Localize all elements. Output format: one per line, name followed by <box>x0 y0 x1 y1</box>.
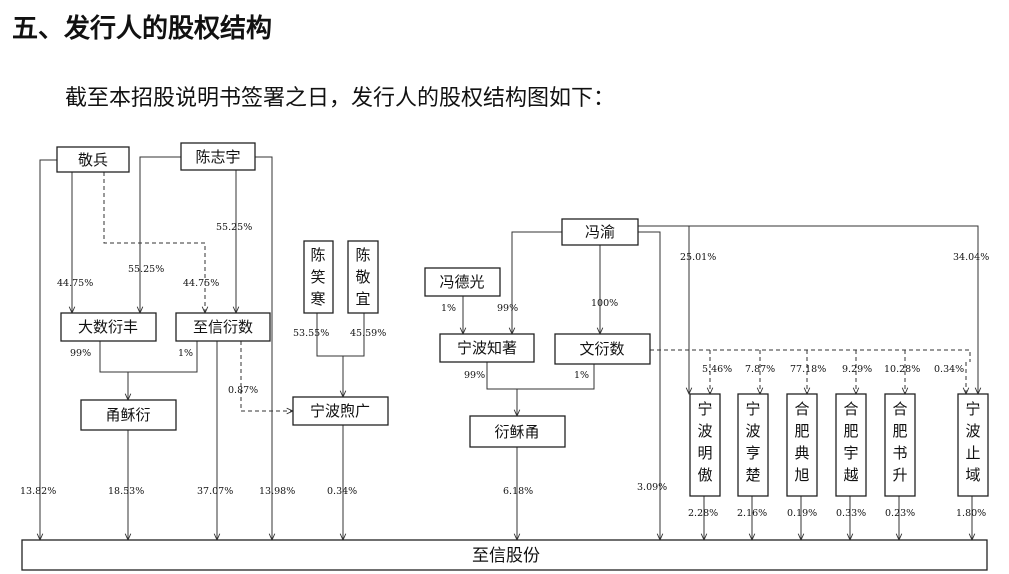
node-zhixinyanshu: 至信衍数 <box>175 312 271 342</box>
svg-text:冯德光: 冯德光 <box>439 273 484 291</box>
pct-wys-ysyong: 1% <box>574 370 589 381</box>
pct-dsyf-ysy: 99% <box>70 348 91 359</box>
svg-text:敬兵: 敬兵 <box>78 151 108 169</box>
svg-text:合肥宇越: 合肥宇越 <box>843 400 858 484</box>
svg-text:冯渝: 冯渝 <box>585 223 615 241</box>
svg-text:文衍数: 文衍数 <box>579 340 624 358</box>
node-ningboxuguang: 宁波煦广 <box>292 396 389 426</box>
line-zxys-nbxg <box>240 341 293 411</box>
line-jb-zxys <box>103 172 205 313</box>
node-hefeishusheng: 合肥书升 <box>884 393 916 497</box>
svg-text:至信衍数: 至信衍数 <box>193 318 253 336</box>
line-wys-bus <box>650 349 971 362</box>
node-fengdeguang: 冯德光 <box>424 267 501 297</box>
pct-wys-hfyy: 9.29% <box>842 364 872 375</box>
node-root: 至信股份 <box>21 539 988 571</box>
percentage-labels: 55.25% 44.75% 55.25% 44.75% 53.55% 45.59… <box>20 222 989 519</box>
pct-jb-zxys: 44.75% <box>183 278 219 289</box>
node-hefeiyuyue: 合肥宇越 <box>835 393 867 497</box>
line-wys-ysyong <box>517 364 595 390</box>
node-wenyanshu: 文衍数 <box>554 333 651 365</box>
pct-ysy-root: 18.53% <box>108 486 144 497</box>
svg-text:宁波煦广: 宁波煦广 <box>310 402 370 420</box>
pct-fy-nbma: 25.01% <box>680 252 716 263</box>
line-cxh-nbxg <box>316 313 343 357</box>
line-nbzz-ysyong <box>486 362 517 390</box>
svg-text:宁波明傲: 宁波明傲 <box>697 400 712 484</box>
node-chenjingyi: 陈敬宜 <box>347 240 379 314</box>
pct-cxh-nbxg: 53.55% <box>293 328 329 339</box>
line-fy-nbzy <box>689 225 978 394</box>
svg-text:陈笑寒: 陈笑寒 <box>310 246 325 308</box>
svg-text:合肥书升: 合肥书升 <box>892 400 907 484</box>
pct-fy-wys: 100% <box>591 298 618 309</box>
pct-nbzz-ysyong: 99% <box>464 370 485 381</box>
node-fengyu: 冯渝 <box>561 218 639 246</box>
line-zxys-ysy <box>128 341 198 373</box>
pct-czy-root: 13.98% <box>259 486 295 497</box>
node-yongsuyan: 甬稣衍 <box>80 399 177 431</box>
pct-wys-nbzy: 0.34% <box>934 364 964 375</box>
line-jb-root <box>40 159 57 540</box>
svg-text:合肥典旭: 合肥典旭 <box>794 400 809 484</box>
pct-zxys-root: 37.07% <box>197 486 233 497</box>
svg-text:至信股份: 至信股份 <box>472 546 540 566</box>
intro-text: 截至本招股说明书签署之日，发行人的股权结构图如下： <box>65 86 616 111</box>
pct-zxys-ysy: 1% <box>178 348 193 359</box>
pct-zxys-nbxg: 0.87% <box>228 385 258 396</box>
pct-cjy-nbxg: 45.59% <box>350 328 386 339</box>
pct-wys-hfss: 10.28% <box>884 364 920 375</box>
pct-hfyy-root: 0.33% <box>836 508 866 519</box>
pct-wys-hfdx: 77.18% <box>790 364 826 375</box>
node-chenzhiyu: 陈志宇 <box>180 142 256 171</box>
node-dashuyanfeng: 大数衍丰 <box>60 312 157 342</box>
svg-text:宁波亨楚: 宁波亨楚 <box>745 400 760 484</box>
pct-nbzy-root: 1.80% <box>956 508 986 519</box>
pct-fy-nbzy: 34.04% <box>953 252 989 263</box>
pct-hfdx-root: 0.19% <box>787 508 817 519</box>
pct-fy-nbzz: 99% <box>497 303 518 314</box>
pct-czy-dsyf: 55.25% <box>128 264 164 275</box>
pct-wys-nbma: 5.46% <box>702 364 732 375</box>
line-cjy-nbxg <box>343 313 365 357</box>
svg-text:宁波知著: 宁波知著 <box>457 339 517 357</box>
node-yansuyong: 衍稣甬 <box>469 415 566 448</box>
line-dsyf-ysy <box>99 341 128 373</box>
section-title: 五、发行人的股权结构 <box>12 14 273 44</box>
node-ningbozhizhu: 宁波知著 <box>439 333 535 363</box>
pct-fdg-nbzz: 1% <box>441 303 456 314</box>
line-fy-root <box>638 231 660 540</box>
pct-wys-nbhc: 7.87% <box>745 364 775 375</box>
pct-fy-root: 3.09% <box>637 482 667 493</box>
node-ningbozhiyu: 宁波止域 <box>957 393 989 497</box>
line-czy-dsyf <box>140 156 181 313</box>
line-czy-root <box>255 156 272 540</box>
svg-text:甬稣衍: 甬稣衍 <box>105 406 150 424</box>
node-ningbomingao: 宁波明傲 <box>689 393 721 497</box>
pct-hfss-root: 0.23% <box>885 508 915 519</box>
line-fy-nbzz <box>512 231 562 334</box>
pct-ysyong-root: 6.18% <box>503 486 533 497</box>
svg-text:陈敬宜: 陈敬宜 <box>355 246 370 308</box>
node-hefeidianxu: 合肥典旭 <box>786 393 818 497</box>
pct-nbma-root: 2.28% <box>688 508 718 519</box>
svg-text:衍稣甬: 衍稣甬 <box>494 423 539 441</box>
pct-jb-dsyf: 44.75% <box>57 278 93 289</box>
node-ningbohengchu: 宁波亨楚 <box>737 393 769 497</box>
pct-nbhc-root: 2.16% <box>737 508 767 519</box>
node-jingbing: 敬兵 <box>56 146 130 173</box>
node-chenxiaohan: 陈笑寒 <box>303 240 334 314</box>
svg-text:陈志宇: 陈志宇 <box>195 148 240 166</box>
connector-lines <box>40 156 978 540</box>
pct-czy-zxys: 55.25% <box>216 222 252 233</box>
svg-text:大数衍丰: 大数衍丰 <box>78 318 138 336</box>
pct-nbxg-root: 0.34% <box>327 486 357 497</box>
svg-text:宁波止域: 宁波止域 <box>965 400 980 484</box>
pct-jb-root: 13.82% <box>20 486 56 497</box>
